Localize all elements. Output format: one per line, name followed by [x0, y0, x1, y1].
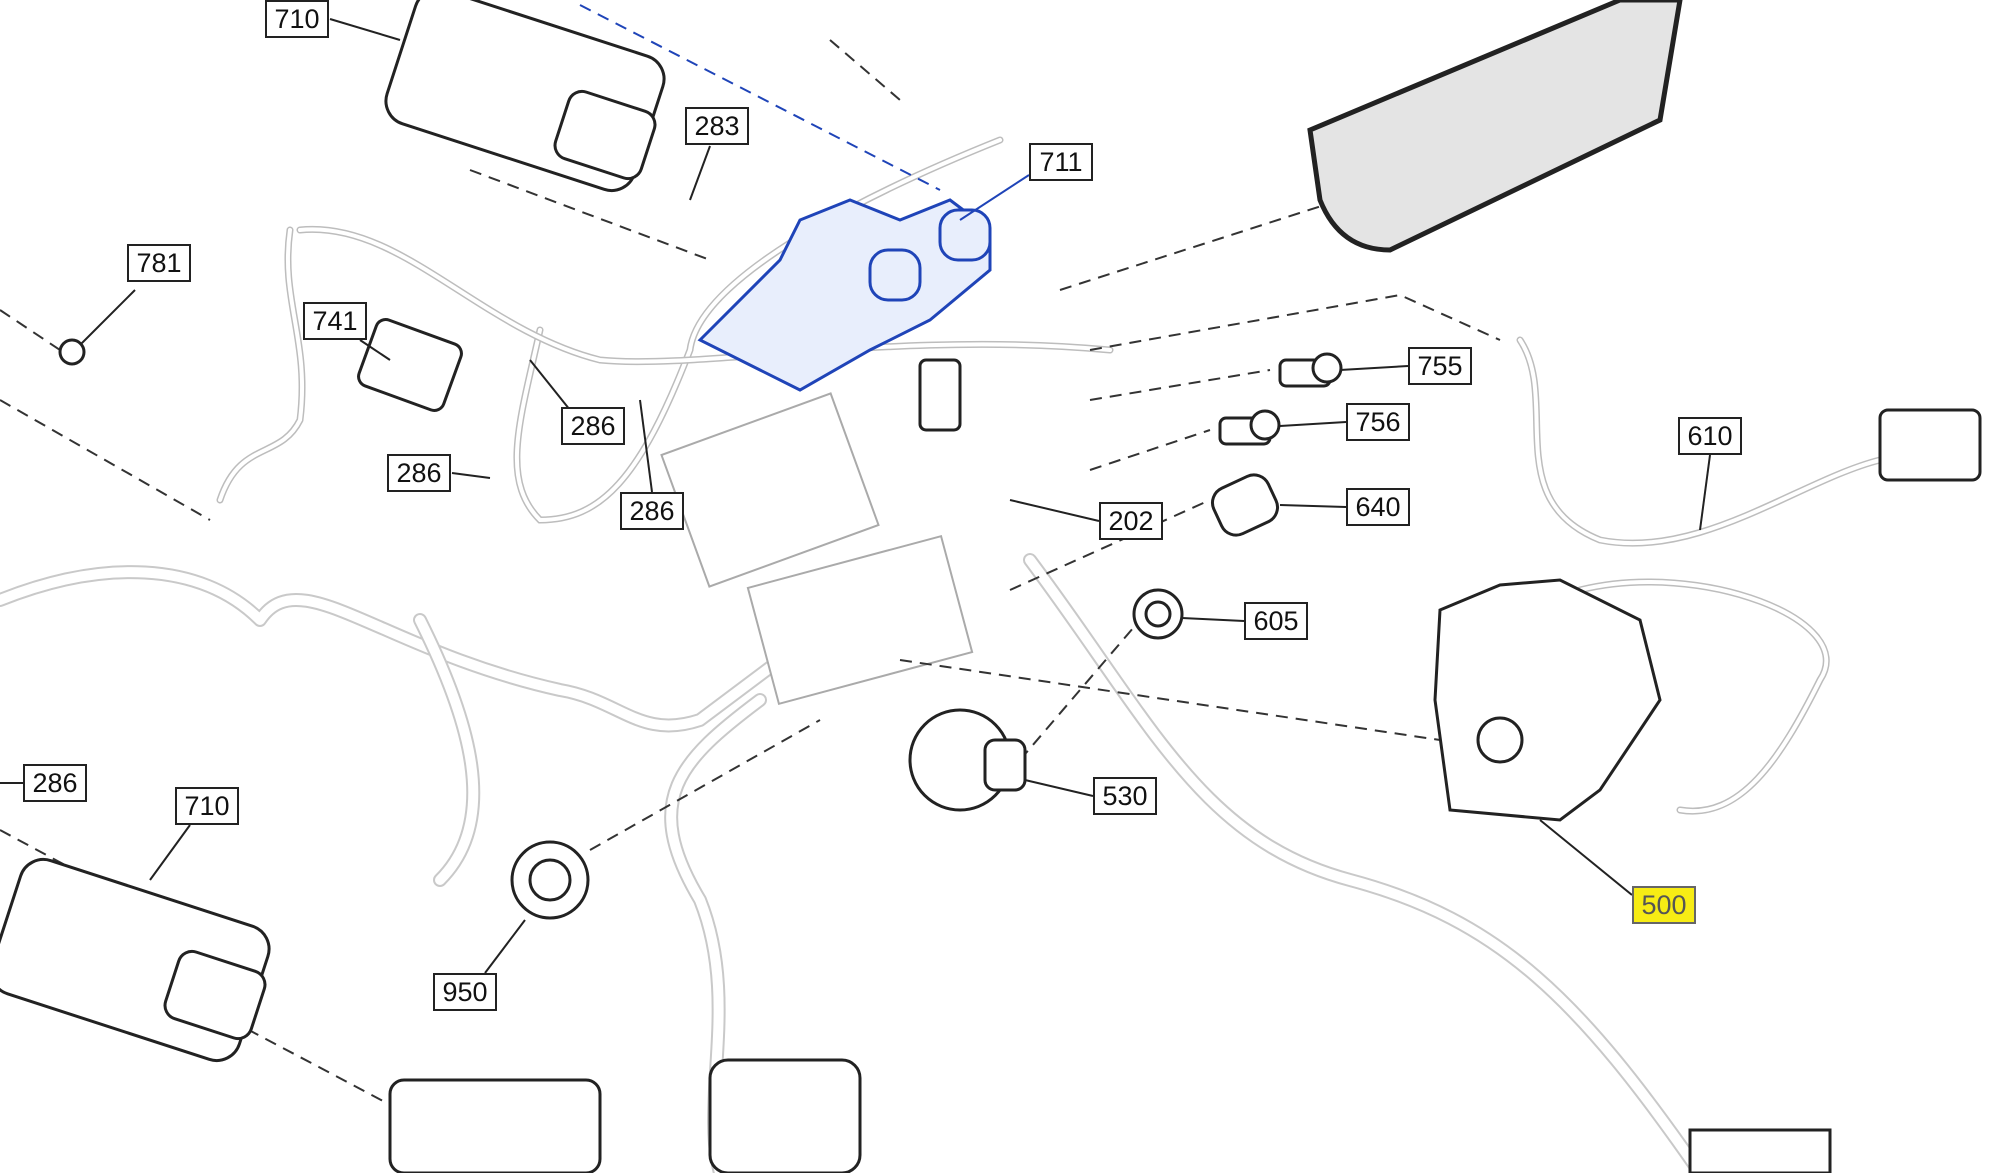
display-cluster	[1307, 0, 1683, 253]
callout-756[interactable]: 756	[1346, 403, 1410, 441]
headlight-bottom	[0, 857, 271, 1063]
callout-283[interactable]: 283	[685, 107, 749, 145]
headlight-top	[384, 0, 666, 193]
callout-286-d[interactable]: 286	[23, 764, 87, 802]
callout-710-headlight-top[interactable]: 710	[265, 0, 329, 38]
switch-housing-500	[1433, 578, 1662, 822]
callout-605[interactable]: 605	[1244, 602, 1308, 640]
callout-781[interactable]: 781	[127, 244, 191, 282]
callout-202[interactable]: 202	[1099, 502, 1163, 540]
callout-500-highlighted[interactable]: 500	[1632, 886, 1696, 924]
callout-530[interactable]: 530	[1093, 777, 1157, 815]
callout-755[interactable]: 755	[1408, 347, 1472, 385]
small-parts	[58, 318, 1982, 1173]
bracket-711-selected	[697, 198, 992, 392]
callout-640[interactable]: 640	[1346, 488, 1410, 526]
callout-286-c[interactable]: 286	[620, 492, 684, 530]
callout-741[interactable]: 741	[303, 302, 367, 340]
callout-710-headlight-bottom[interactable]: 710	[175, 787, 239, 825]
callout-286-b[interactable]: 286	[387, 454, 451, 492]
callout-610[interactable]: 610	[1678, 417, 1742, 455]
callout-950[interactable]: 950	[433, 973, 497, 1011]
callout-711[interactable]: 711	[1029, 143, 1093, 181]
leader-lines	[0, 18, 1711, 974]
callout-286-a[interactable]: 286	[561, 407, 625, 445]
wiring-harness	[0, 136, 1884, 1173]
